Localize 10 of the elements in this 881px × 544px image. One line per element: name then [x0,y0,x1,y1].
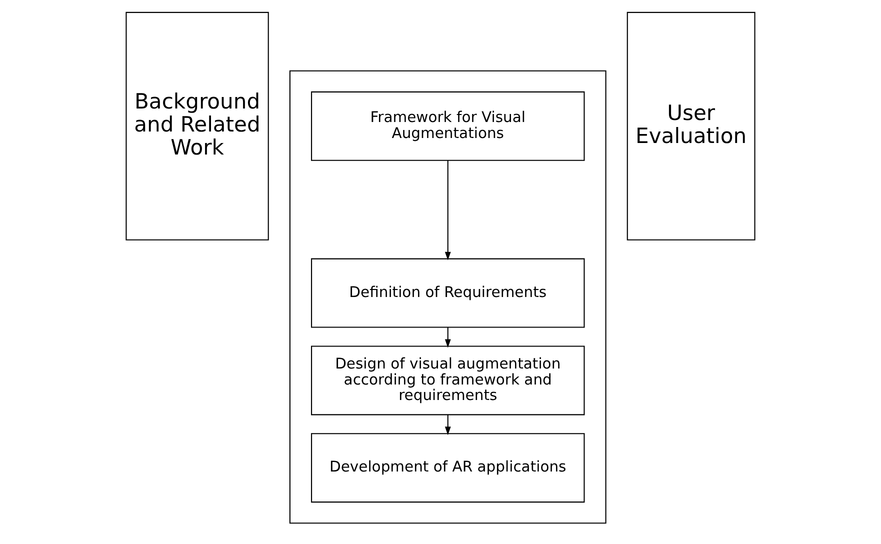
node-box: Development of AR applications [311,433,585,503]
node-box: Framework for Visual Augmentations [311,91,585,161]
node-box: Background and Related Work [126,12,269,240]
node-box: Design of visual augmentation according to framework and requirements [311,346,585,416]
cluster [289,70,606,524]
arrow [444,414,451,436]
arrow [444,327,451,348]
arrow [444,160,451,260]
node-box: Definition of Requirements [311,258,585,328]
node-box: User Evaluation [626,12,756,240]
